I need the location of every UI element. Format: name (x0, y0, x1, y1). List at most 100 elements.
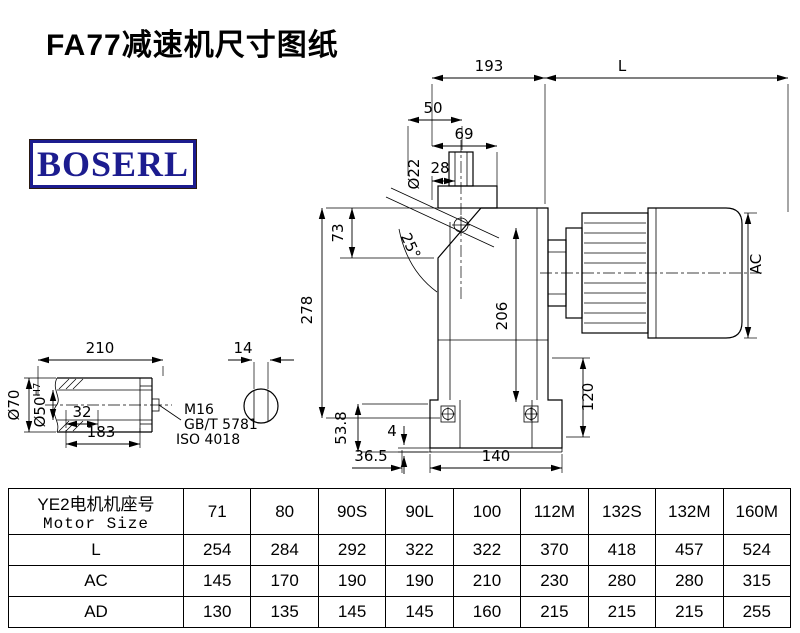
row-label-L: L (8, 534, 184, 566)
dim-label-36-5: 36.5 (354, 447, 387, 465)
dim-label-120: 120 (579, 383, 597, 412)
dim-label-bore: Ø50H7 (31, 383, 49, 428)
dim-53-8: 53.8 (332, 403, 428, 453)
cell-L-160M: 524 (722, 534, 791, 566)
cell-AD-71: 130 (182, 596, 252, 628)
dim-label-28: 28 (430, 159, 449, 177)
dim-label-140: 140 (482, 447, 511, 465)
cell-AD-90L: 145 (385, 596, 454, 628)
standard-label-2: ISO 4018 (176, 432, 240, 448)
cell-L-132M: 457 (655, 534, 724, 566)
table-header-row: YE2电机机座号 Motor Size 71 80 90S 90L 100 11… (8, 488, 791, 535)
motor-size-table: YE2电机机座号 Motor Size 71 80 90S 90L 100 11… (8, 488, 791, 628)
dim-label-69: 69 (454, 125, 473, 143)
logo-text: BOSERL (36, 144, 190, 184)
section-circle (243, 388, 279, 424)
bolt-callout: M16 GB/T 5781 ISO 4018 (176, 402, 258, 448)
dim-4: 4 (387, 422, 432, 474)
table-row-L: L 254 284 292 322 322 370 418 457 524 (8, 534, 791, 566)
gearbox-front-view (385, 140, 563, 453)
shaft-section-view (243, 388, 279, 424)
dim-label-input-diameter: Ø22 (405, 159, 423, 190)
cell-L-90L: 322 (385, 534, 454, 566)
motor-size-112M: 112M (520, 488, 589, 535)
cell-AC-132S: 280 (587, 565, 657, 597)
dim-label-50: 50 (423, 99, 442, 117)
dim-14: 14 (228, 339, 294, 389)
dim-32: 32 (65, 403, 99, 428)
motor-size-90L: 90L (385, 488, 454, 535)
dim-label-L: L (618, 57, 627, 75)
cell-AC-80: 170 (250, 565, 319, 597)
cell-AC-132M: 280 (655, 565, 724, 597)
angle-arc (398, 228, 438, 293)
motor-size-100: 100 (452, 488, 522, 535)
cell-AD-90S: 145 (317, 596, 387, 628)
motor-size-90S: 90S (317, 488, 387, 535)
dim-label-53-8: 53.8 (332, 411, 350, 444)
dim-183: 183 (65, 423, 141, 448)
dim-140: 140 (429, 447, 563, 473)
cell-L-80: 284 (250, 534, 319, 566)
dim-label-193: 193 (475, 57, 504, 75)
row-label-AC: AC (8, 565, 184, 597)
dim-label-32: 32 (72, 403, 91, 421)
dim-28: 28 (430, 159, 455, 200)
fan-cowl (647, 207, 743, 339)
cell-L-112M: 370 (520, 534, 589, 566)
table-row-AD: AD 130 135 145 145 160 215 215 215 255 (8, 596, 791, 628)
housing-outline (429, 207, 563, 449)
cell-AD-160M: 255 (722, 596, 791, 628)
dim-193: 193 (431, 57, 546, 204)
dim-36-5: 36.5 (352, 447, 403, 473)
dim-120: 120 (552, 357, 597, 438)
motor-size-80: 80 (250, 488, 319, 535)
motor-size-132S: 132S (587, 488, 657, 535)
technical-drawing: 193 L 50 69 28 Ø22 73 2 (5, 57, 789, 474)
dim-AC: AC (744, 212, 765, 339)
dim-label-210: 210 (86, 339, 115, 357)
cell-AC-71: 145 (182, 565, 252, 597)
dim-label-206: 206 (493, 302, 511, 331)
cell-AC-112M: 230 (520, 565, 589, 597)
row-header-cell: YE2电机机座号 Motor Size (8, 488, 184, 535)
cell-AC-90S: 190 (317, 565, 387, 597)
dim-L: L (545, 57, 789, 212)
cell-AD-132S: 215 (587, 596, 657, 628)
cell-AC-90L: 190 (385, 565, 454, 597)
dim-label-shaft-od: Ø70 (5, 390, 23, 421)
motor-size-132M: 132M (655, 488, 724, 535)
cell-AC-160M: 315 (722, 565, 791, 597)
leader-line (158, 404, 182, 421)
thread-label: M16 (184, 402, 214, 418)
row-header-en: Motor Size (42, 515, 149, 533)
cell-AD-112M: 215 (520, 596, 589, 628)
dim-label-73: 73 (329, 223, 347, 242)
dim-label-278: 278 (298, 296, 316, 325)
cell-AC-100: 210 (452, 565, 522, 597)
cell-L-90S: 292 (317, 534, 387, 566)
dim-278: 278 (298, 208, 440, 419)
dim-73: 73 (326, 207, 478, 259)
dim-bore: Ø50H7 (31, 383, 57, 428)
cell-AD-132M: 215 (655, 596, 724, 628)
cell-AD-100: 160 (452, 596, 522, 628)
dim-label-4: 4 (387, 422, 397, 440)
dim-label-angle: 25° (397, 230, 425, 262)
motor-size-71: 71 (182, 488, 252, 535)
cell-L-132S: 418 (587, 534, 657, 566)
cell-L-71: 254 (182, 534, 252, 566)
table-row-AC: AC 145 170 190 190 210 230 280 280 315 (8, 565, 791, 597)
cell-AD-80: 135 (250, 596, 319, 628)
standard-label-1: GB/T 5781 (184, 417, 258, 433)
row-label-AD: AD (8, 596, 184, 628)
page-title: FA77减速机尺寸图纸 (46, 29, 339, 62)
input-flange (437, 185, 498, 209)
cell-L-100: 322 (452, 534, 522, 566)
motor-fins (584, 222, 646, 324)
dim-206: 206 (493, 228, 520, 402)
dim-69: 69 (432, 125, 498, 206)
motor-side-view (540, 207, 764, 339)
dim-label-14: 14 (233, 339, 252, 357)
